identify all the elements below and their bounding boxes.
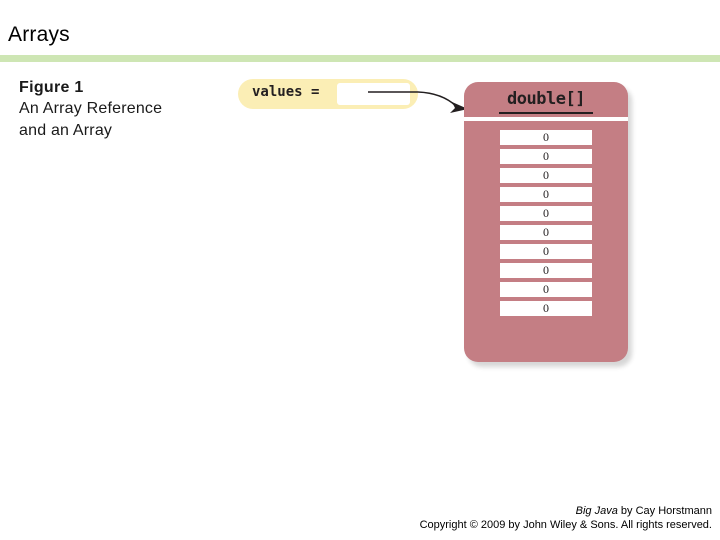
footer-copyright: Copyright © 2009 by John Wiley & Sons. A… — [419, 519, 712, 531]
footer-book-credit: Big Java by Cay Horstmann — [0, 504, 712, 518]
array-type-underline — [499, 112, 593, 114]
reference-arrow-icon — [368, 91, 468, 113]
array-cell: 0 — [500, 282, 592, 297]
array-cell: 0 — [500, 187, 592, 202]
footer: Big Java by Cay Horstmann Copyright © 20… — [0, 504, 712, 532]
array-cell: 0 — [500, 301, 592, 316]
array-reference-box: values = — [238, 79, 418, 109]
array-cell: 0 — [500, 244, 592, 259]
array-cell: 0 — [500, 130, 592, 145]
array-type-label: double[] — [507, 89, 585, 109]
figure-caption-line-2: and an Array — [19, 122, 113, 139]
page-title: Arrays — [8, 23, 70, 46]
figure-number: Figure 1 — [19, 79, 84, 96]
figure-caption: Figure 1 An Array Reference and an Array — [19, 77, 234, 142]
title-divider — [0, 55, 720, 62]
array-object: double[] 0 0 0 0 0 0 0 0 0 0 — [464, 82, 628, 362]
figure-caption-line-1: An Array Reference — [19, 100, 163, 117]
footer-book-title: Big Java — [575, 505, 618, 517]
footer-book-byline: by Cay Horstmann — [617, 505, 712, 517]
array-cell: 0 — [500, 225, 592, 240]
array-cell-list: 0 0 0 0 0 0 0 0 0 0 — [500, 130, 592, 320]
array-reference-label: values = — [252, 84, 320, 100]
array-reference-value-slot — [337, 83, 410, 105]
array-cell: 0 — [500, 263, 592, 278]
array-cell: 0 — [500, 168, 592, 183]
array-cell: 0 — [500, 149, 592, 164]
array-header-separator — [464, 117, 628, 121]
array-cell: 0 — [500, 206, 592, 221]
